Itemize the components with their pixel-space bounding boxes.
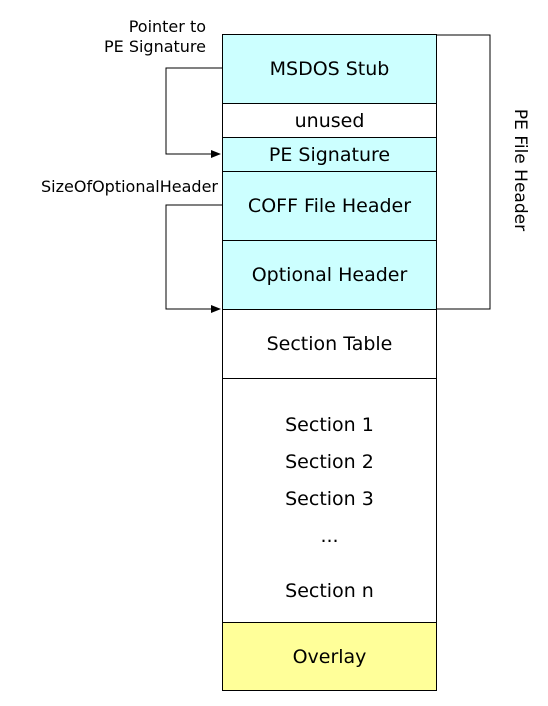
pointer-label-line-2: PE Signature — [103, 37, 206, 56]
section-n-label: Section n — [285, 580, 374, 602]
section-3-label: Section 3 — [285, 488, 374, 510]
section-table-label: Section Table — [266, 333, 393, 355]
pe-signature-label: PE Signature — [268, 143, 391, 166]
msdos-stub-label: MSDOS Stub — [269, 58, 390, 80]
sections-block: Section 1 Section 2 Section 3 ... Sectio… — [222, 378, 437, 623]
coff-file-header-label: COFF File Header — [247, 195, 412, 217]
section-2-label: Section 2 — [285, 451, 374, 473]
coff-file-header-block: COFF File Header — [222, 171, 437, 241]
pe-signature-block: PE Signature — [222, 137, 437, 172]
unused-block: unused — [222, 103, 437, 138]
optional-header-label: Optional Header — [251, 264, 408, 286]
overlay-block: Overlay — [222, 622, 437, 691]
overlay-label: Overlay — [292, 645, 367, 668]
section-table-block: Section Table — [222, 309, 437, 379]
pe-file-header-label: PE File Header — [510, 108, 530, 232]
section-1-label: Section 1 — [285, 414, 374, 436]
msdos-stub-block: MSDOS Stub — [222, 34, 437, 104]
pointer-to-pe-signature-label: Pointer to PE Signature — [104, 17, 206, 57]
size-of-optional-header-text: SizeOfOptionalHeader — [41, 177, 218, 196]
size-of-optional-header-arrow — [165, 204, 222, 313]
pointer-label-line-1: Pointer to — [128, 17, 206, 36]
pe-signature-pointer-arrow — [165, 67, 222, 158]
optional-header-block: Optional Header — [222, 240, 437, 310]
size-of-optional-header-label: SizeOfOptionalHeader — [41, 177, 218, 197]
section-ellipsis: ... — [320, 525, 339, 547]
unused-label: unused — [294, 109, 365, 132]
pe-file-header-bracket — [437, 34, 491, 310]
